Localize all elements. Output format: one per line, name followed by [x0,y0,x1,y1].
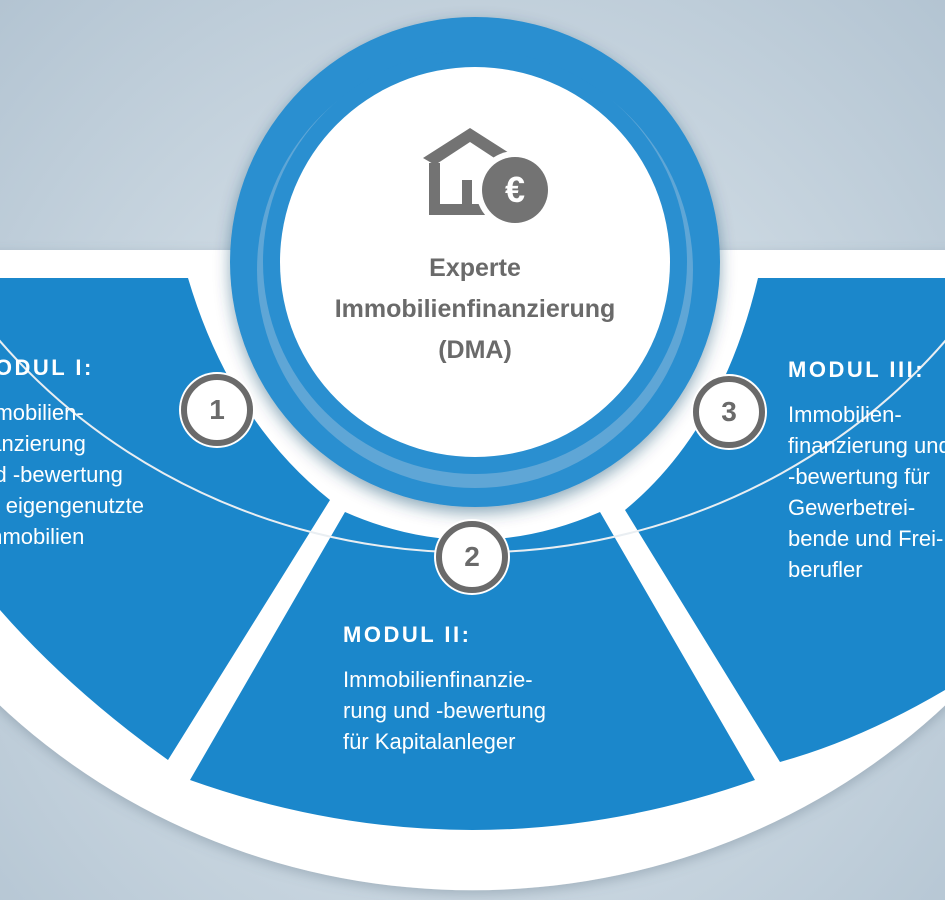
module-1-title: MODUL I: [0,355,94,380]
module-2-sector [190,512,755,830]
center-title: Experte Immobilienfinanzierung (DMA) [295,248,655,371]
module-2-line: für Kapitalanleger [343,729,516,754]
module-3-sector [625,278,945,762]
module-3-line: Gewerbetrei- [788,495,916,520]
module-2-title: MODUL II: [343,622,472,647]
module-3-line: bende und Frei- [788,526,944,551]
center-title-line-2: Immobilienfinanzierung [334,295,616,323]
module-2-line: Immobilienfinanzie- [343,667,533,692]
module-1-text: MODUL I: Immobilien- finanzierung und -b… [0,355,144,552]
badge-2-number: 2 [464,541,480,572]
badge-1-number: 1 [209,394,225,425]
module-1-line: und -bewertung [0,462,123,487]
house-euro-icon: € [423,128,554,229]
center-title-line-1: Experte [429,254,521,282]
module-3-line: finanzierung und [788,433,945,458]
badge-2 [434,519,510,595]
badge-3-number: 3 [721,396,737,427]
module-3-line: -bewertung für [788,464,930,489]
badge-1 [179,372,255,448]
module-1-sector [0,278,330,760]
module-3-text: MODUL III: Immobilien- finanzierung und … [788,357,945,585]
module-1-line: Immobilien- [0,400,84,425]
badge-3 [691,374,767,450]
module-2-line: rung und -bewertung [343,698,547,723]
module-1-line: Immobilien [0,524,85,549]
module-3-title: MODUL III: [788,357,926,382]
module-1-line: finanzierung [0,431,86,456]
module-2-text: MODUL II: Immobilienfinanzie- rung und -… [343,622,546,757]
svg-text:€: € [505,169,525,210]
module-1-line: für eigengenutzte [0,493,145,518]
center-disk [280,67,670,457]
module-3-line: Immobilien- [788,402,902,427]
module-3-line: berufler [788,557,863,582]
center-title-line-3: (DMA) [438,336,512,364]
